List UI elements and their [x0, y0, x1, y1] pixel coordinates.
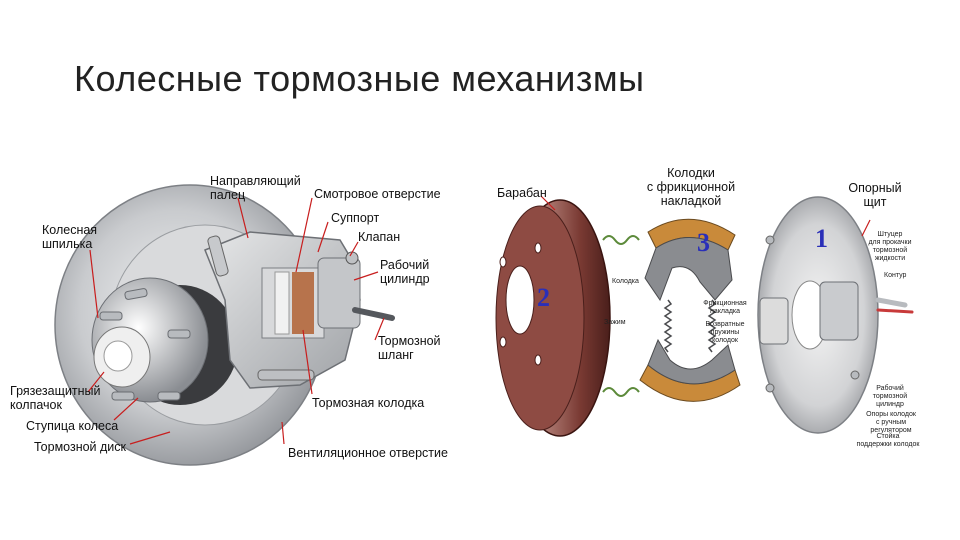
pointer-line	[237, 197, 249, 239]
disc-brake-drawing	[54, 184, 395, 466]
label-inspection-hole: Смотровое отверстие	[314, 187, 441, 201]
label-shoe-small: Колодка	[612, 278, 639, 285]
wheel-stud	[111, 391, 135, 401]
pointer-line	[89, 249, 99, 319]
pointer-line	[281, 421, 285, 445]
pointer-line	[317, 221, 329, 253]
brake-shoe-top	[644, 237, 733, 302]
pointer-line	[295, 197, 313, 273]
brake-shoe-bottom	[647, 338, 736, 385]
wheel-stud	[99, 311, 123, 321]
label-ventilation-hole: Вентиляционное отверстие	[288, 446, 448, 460]
slide-title: Колесные тормозные механизмы	[74, 58, 645, 99]
pointer-line	[374, 317, 385, 341]
pointer-line	[129, 431, 171, 445]
label-brake-hose: Тормозной шланг	[378, 334, 441, 362]
label-valve: Клапан	[358, 230, 401, 244]
wheel-stud	[157, 391, 181, 401]
brake-shoes-drawing	[602, 218, 741, 402]
valve	[345, 251, 359, 265]
return-spring	[707, 299, 717, 353]
label-dust-cap: Грязезащитный колпачок	[10, 384, 101, 412]
wheel-stud	[124, 288, 148, 300]
pointer-line	[349, 241, 359, 257]
label-drum: Барабан	[497, 186, 547, 200]
brake-hose	[352, 307, 395, 321]
label-caliper: Суппорт	[331, 211, 380, 225]
pointer-line	[302, 329, 313, 395]
return-spring	[663, 299, 673, 353]
drum-drawing	[495, 199, 611, 437]
label-lining-small: Фрикционная накладка	[703, 300, 747, 315]
label-wheel-hub: Ступица колеса	[26, 419, 119, 433]
number-shoes: 3	[697, 228, 710, 257]
label-brake-pad: Тормозная колодка	[312, 396, 425, 410]
label-backing-plate: Опорный щит	[848, 181, 902, 209]
pointer-line	[113, 397, 139, 421]
label-contour-small: Контур	[884, 272, 907, 279]
label-springs-small: Возвратные пружины колодок	[705, 321, 745, 344]
drum-center-hole	[505, 265, 535, 335]
pointer-line	[540, 195, 556, 211]
label-bleeder-small: Штуцер для прокачки тормозной жидкости	[868, 231, 912, 262]
clamp-spring	[602, 235, 640, 245]
wheel-cylinder	[317, 257, 361, 329]
brake-pad	[292, 272, 314, 334]
label-supports-small: Опоры колодок с ручным регулятором	[866, 411, 916, 434]
backing-plate-drawing	[757, 196, 914, 434]
pointer-line	[87, 371, 105, 393]
pointer-line	[861, 219, 871, 237]
pointer-line	[353, 271, 379, 281]
label-wheel-cylinder: Рабочий цилиндр	[380, 258, 430, 286]
label-cylinder-small: Рабочий тормозной цилиндр	[872, 385, 908, 408]
label-brake-disc: Тормозной диск	[34, 440, 127, 454]
label-clamp-small: Зажим	[604, 319, 626, 326]
number-backing-plate: 1	[815, 224, 828, 253]
guide-pin	[207, 235, 229, 277]
label-strut-small: Стойка поддержки колодок	[856, 433, 920, 448]
plate-wheel-cylinder	[819, 281, 859, 341]
label-shoes: Колодки с фрикционной накладкой	[646, 166, 736, 208]
bleeder-fitting	[875, 297, 908, 308]
wheel-stud	[167, 329, 191, 339]
pointer-lines	[87, 195, 871, 445]
number-drum: 2	[537, 283, 550, 312]
label-guide-pin: Направляющий палец	[210, 174, 301, 202]
clamp-spring	[602, 387, 640, 397]
label-wheel-stud: Колесная шпилька	[42, 223, 98, 251]
